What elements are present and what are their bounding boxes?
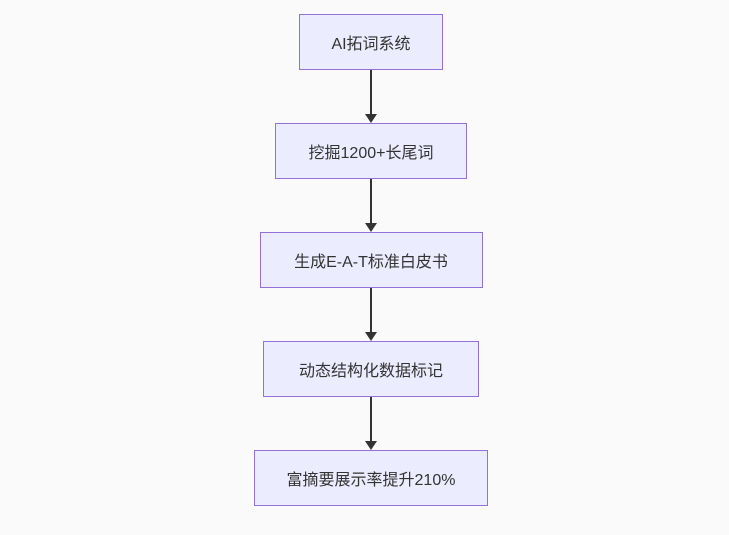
arrowhead-down-icon [365,114,377,123]
arrow-connector [365,179,377,232]
arrow-connector [365,288,377,341]
flow-node-eat-whitepaper: 生成E-A-T标准白皮书 [259,232,483,288]
arrow-connector [365,70,377,123]
flow-node-rich-snippet-rate: 富摘要展示率提升210% [254,450,488,506]
arrow-line [370,288,372,332]
flow-node-structured-data-markup: 动态结构化数据标记 [263,341,479,397]
arrow-connector [365,397,377,450]
arrow-line [370,70,372,114]
flow-node-ai-keyword-system: AI拓词系统 [299,14,443,70]
arrow-line [370,397,372,441]
flow-node-longtail-mining: 挖掘1200+长尾词 [275,123,467,179]
flowchart: AI拓词系统 挖掘1200+长尾词 生成E-A-T标准白皮书 动态结构化数据标记… [254,14,488,506]
arrow-line [370,179,372,223]
arrowhead-down-icon [365,223,377,232]
arrowhead-down-icon [365,441,377,450]
arrowhead-down-icon [365,332,377,341]
